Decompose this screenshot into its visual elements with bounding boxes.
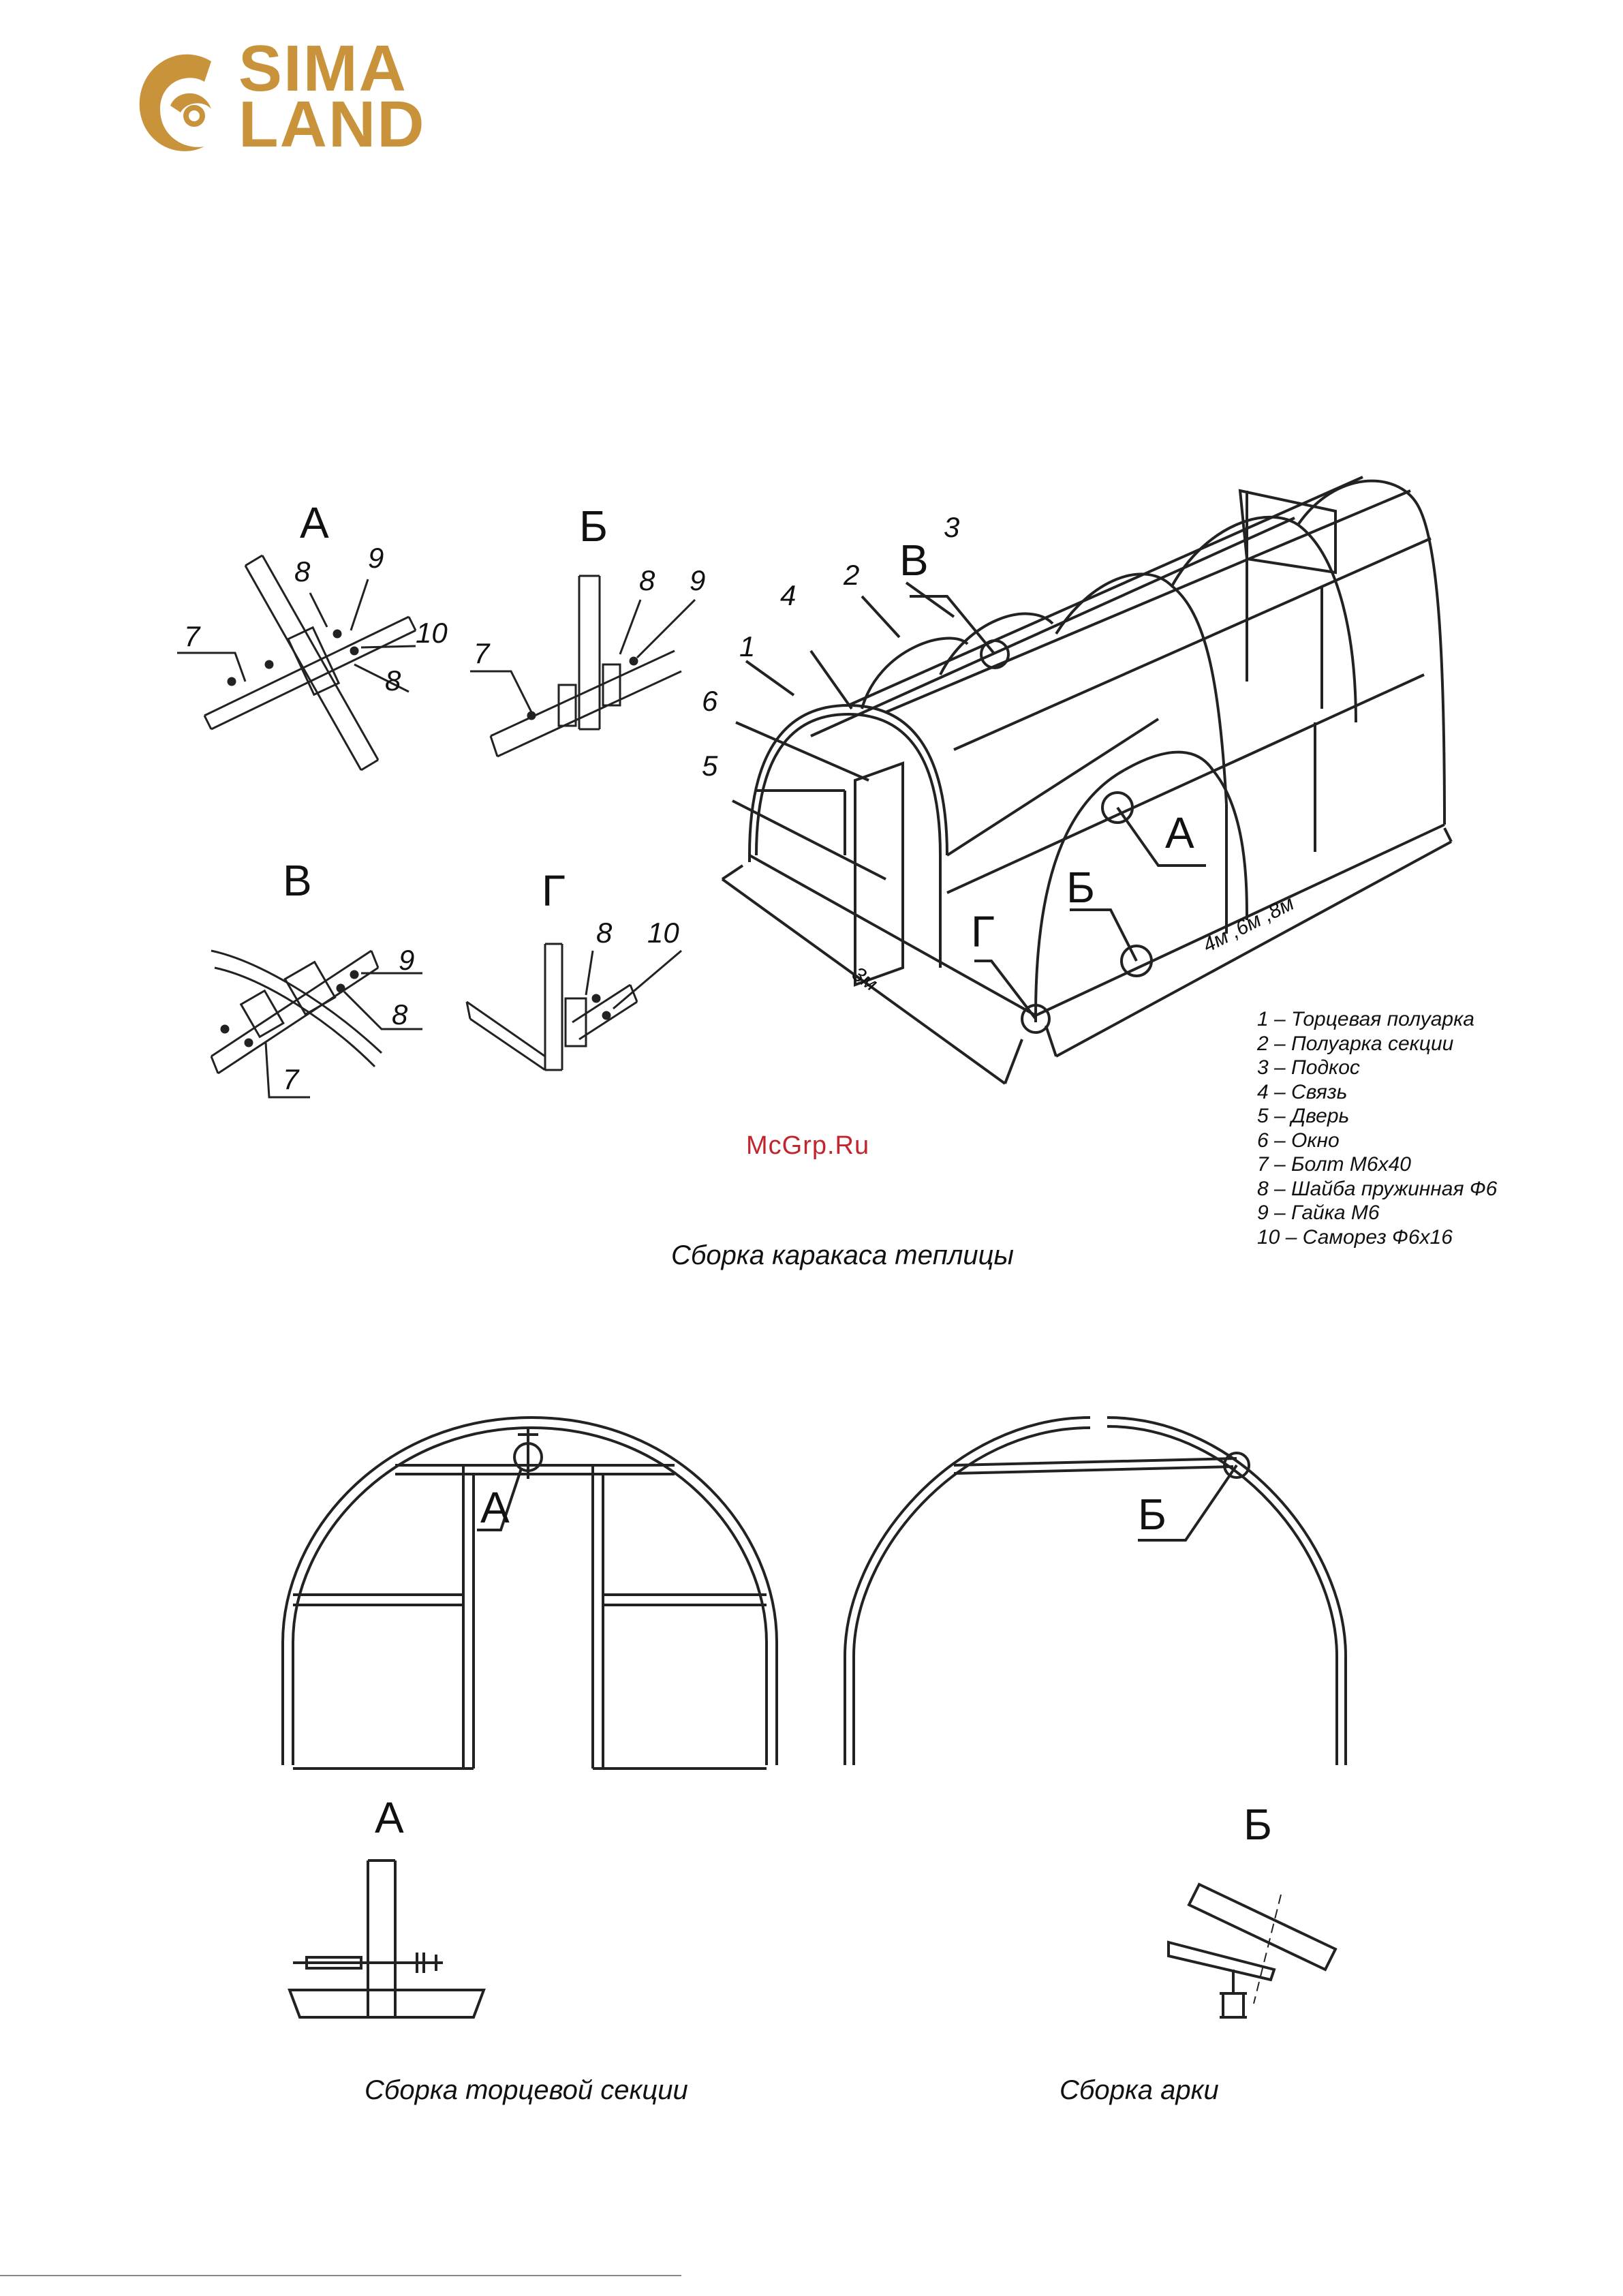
arch-drawing	[844, 1416, 1347, 2019]
legend-item: 5 – Дверь	[1257, 1105, 1350, 1127]
legend-item: 10 – Саморез Ф6х16	[1257, 1225, 1453, 1249]
brand-line-1: SIMA	[238, 32, 407, 105]
legend-item: 9 – Гайка М6	[1257, 1201, 1380, 1224]
part-label-9: 9	[690, 564, 706, 596]
footer-rule	[0, 2275, 681, 2276]
caption-arch-assembly: Сборка арки	[1060, 2075, 1219, 2105]
legend-item: 3 – Подкос	[1257, 1056, 1360, 1079]
detail-a-joint	[177, 554, 417, 771]
legend-item: 4 – Связь	[1257, 1080, 1348, 1103]
detail-letter-b: Б	[1138, 1490, 1166, 1539]
part-label-5: 5	[702, 750, 718, 782]
part-label-6: 6	[702, 685, 718, 717]
part-label-9: 9	[399, 944, 415, 976]
detail-letter-g: Г	[542, 866, 566, 915]
detail-letter-b: Б	[1243, 1800, 1272, 1849]
end-section-drawing	[281, 1415, 778, 2019]
part-label-10: 10	[416, 617, 448, 649]
detail-v-joint	[210, 949, 422, 1099]
part-label-8: 8	[392, 998, 408, 1030]
part-label-1: 1	[739, 630, 756, 662]
caption-frame-assembly: Сборка каракаса теплицы	[671, 1240, 1014, 1270]
part-label-7: 7	[283, 1063, 299, 1095]
detail-letter-b: Б	[579, 502, 608, 551]
brand-wordmark: SIMA LAND	[238, 32, 426, 161]
brand-line-2: LAND	[238, 88, 426, 161]
detail-letter-b: Б	[1066, 863, 1095, 912]
detail-letter-v: В	[899, 536, 929, 585]
detail-letter-a: А	[480, 1483, 510, 1532]
part-label-8: 8	[639, 564, 655, 596]
legend-item: 8 – Шайба пружинная Ф6	[1257, 1177, 1498, 1200]
dolphin-logo-icon	[139, 54, 211, 151]
legend-item: 1 – Торцевая полуарка	[1257, 1008, 1474, 1030]
part-label-4: 4	[780, 579, 797, 611]
part-label-8: 8	[596, 917, 613, 949]
greenhouse-frame	[721, 476, 1453, 1085]
parts-legend: 1 – Торцевая полуарка 2 – Полуарка секци…	[1257, 1007, 1497, 1249]
caption-end-section: Сборка торцевой секции	[365, 2075, 688, 2105]
detail-letter-g: Г	[971, 907, 995, 956]
legend-item: 7 – Болт М6х40	[1257, 1153, 1411, 1176]
watermark: McGrp.Ru	[746, 1131, 870, 1160]
part-label-7: 7	[474, 637, 490, 669]
part-label-3: 3	[944, 511, 960, 543]
detail-letter-v: В	[283, 856, 312, 905]
part-label-2: 2	[844, 559, 860, 591]
part-label-7: 7	[184, 620, 200, 652]
part-label-10: 10	[647, 917, 679, 949]
legend-item: 6 – Окно	[1257, 1129, 1340, 1152]
detail-letter-a: А	[1165, 808, 1194, 857]
detail-b-joint	[470, 575, 696, 758]
part-label-8: 8	[294, 555, 311, 587]
part-label-8: 8	[385, 664, 401, 697]
detail-g-joint	[465, 943, 682, 1071]
legend-item: 2 – Полуарка секции	[1257, 1032, 1454, 1055]
part-label-9: 9	[368, 542, 384, 574]
detail-letter-a: А	[300, 498, 329, 547]
detail-letter-a: А	[375, 1793, 404, 1842]
sima-land-logo: SIMA LAND	[129, 32, 429, 164]
